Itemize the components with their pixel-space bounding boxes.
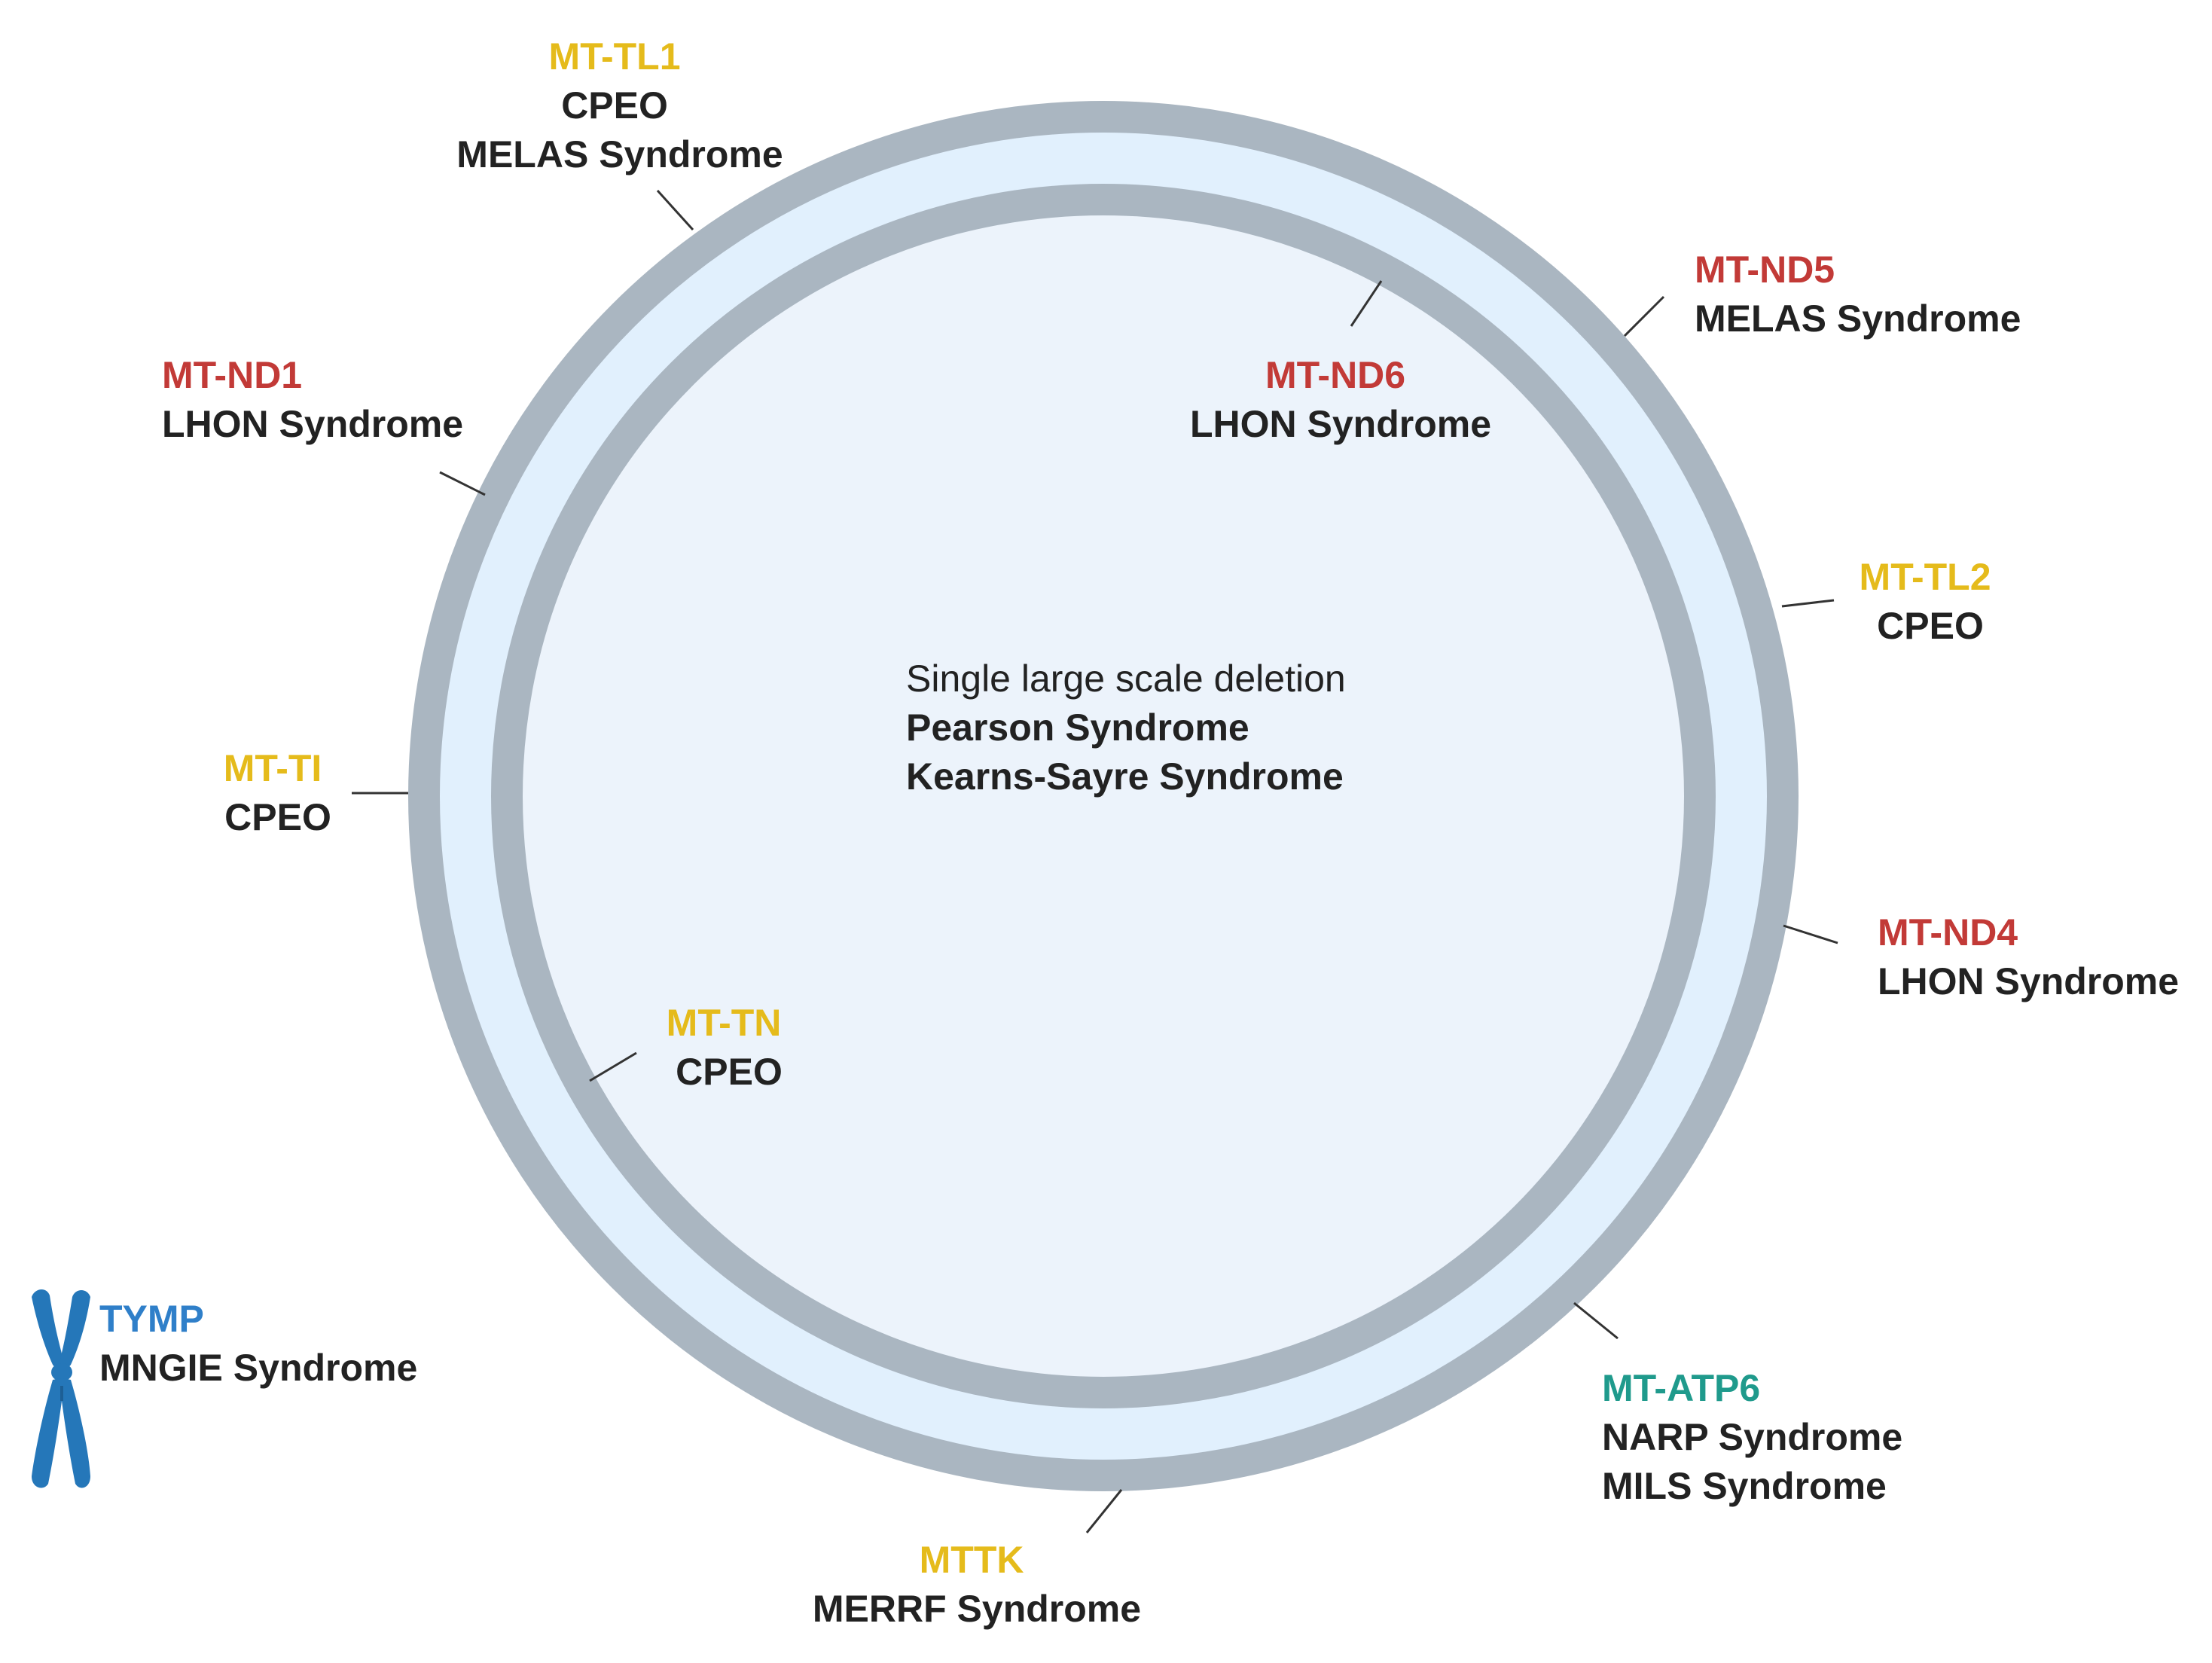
- label-mt-nd1: MT-ND1 LHON Syndrome: [162, 354, 463, 445]
- leader-mttk: [1085, 1489, 1123, 1533]
- disease-name: CPEO: [676, 1051, 783, 1093]
- leader-lines: [352, 189, 1838, 1533]
- leader-mt-nd6: [1350, 280, 1383, 327]
- center-line-1: Single large scale deletion: [906, 658, 1346, 700]
- gene-name: TYMP: [99, 1298, 203, 1340]
- disease-name: NARP Syndrome: [1602, 1416, 1902, 1458]
- center-line-2: Pearson Syndrome: [906, 706, 1249, 749]
- inner-membrane-ring: [491, 184, 1716, 1408]
- label-mttk: MTTK MERRF Syndrome: [813, 1539, 1141, 1630]
- label-mt-ti: MT-TI CPEO: [224, 747, 332, 838]
- gene-name: MT-ND5: [1695, 249, 1835, 291]
- label-mt-nd5: MT-ND5 MELAS Syndrome: [1695, 249, 2021, 340]
- disease-name: LHON Syndrome: [1878, 960, 2179, 1002]
- gene-name: MT-TL2: [1860, 556, 1991, 598]
- disease-name: MERRF Syndrome: [813, 1588, 1141, 1630]
- leader-mt-nd1: [439, 471, 486, 496]
- leader-mt-nd5: [1623, 295, 1665, 337]
- leader-mt-tn: [589, 1051, 637, 1082]
- disease-name: CPEO: [561, 84, 668, 127]
- disease-name: LHON Syndrome: [1190, 403, 1491, 445]
- disease-name: MNGIE Syndrome: [99, 1347, 417, 1389]
- gene-name: MT-ATP6: [1602, 1367, 1760, 1409]
- disease-name: CPEO: [1877, 605, 1984, 647]
- disease-name: MELAS Syndrome: [1695, 298, 2021, 340]
- gene-name: MTTK: [920, 1539, 1024, 1581]
- gene-name: MT-TN: [667, 1002, 782, 1044]
- label-mt-nd6: MT-ND6 LHON Syndrome: [1190, 354, 1491, 445]
- chromosome-icon: [32, 1289, 90, 1488]
- label-tymp: TYMP MNGIE Syndrome: [99, 1298, 417, 1389]
- center-line-3: Kearns-Sayre Syndrome: [906, 755, 1344, 798]
- disease-name: LHON Syndrome: [162, 403, 463, 445]
- label-mt-atp6: MT-ATP6 NARP Syndrome MILS Syndrome: [1602, 1367, 1913, 1507]
- mtdna-circle: [408, 101, 1799, 1491]
- leader-mt-tl1: [656, 189, 694, 231]
- leader-mt-tl2: [1781, 599, 1835, 608]
- center-annotation: Single large scale deletion Pearson Synd…: [906, 658, 1356, 798]
- disease-name: CPEO: [224, 796, 331, 838]
- leader-mt-nd4: [1783, 924, 1838, 944]
- disease-name: MILS Syndrome: [1602, 1465, 1887, 1507]
- leader-mt-atp6: [1573, 1301, 1619, 1340]
- gene-name: MT-TL1: [549, 35, 681, 78]
- label-mt-tl1: MT-TL1 CPEO MELAS Syndrome: [456, 35, 783, 175]
- gene-name: MT-ND1: [162, 354, 302, 396]
- gene-name: MT-ND4: [1878, 911, 2018, 954]
- gene-name: MT-ND6: [1265, 354, 1405, 396]
- label-mt-tn: MT-TN CPEO: [667, 1002, 792, 1093]
- gene-name: MT-TI: [224, 747, 322, 789]
- label-mt-nd4: MT-ND4 LHON Syndrome: [1878, 911, 2179, 1002]
- label-mt-tl2: MT-TL2 CPEO: [1860, 556, 2002, 647]
- disease-name: MELAS Syndrome: [456, 133, 783, 175]
